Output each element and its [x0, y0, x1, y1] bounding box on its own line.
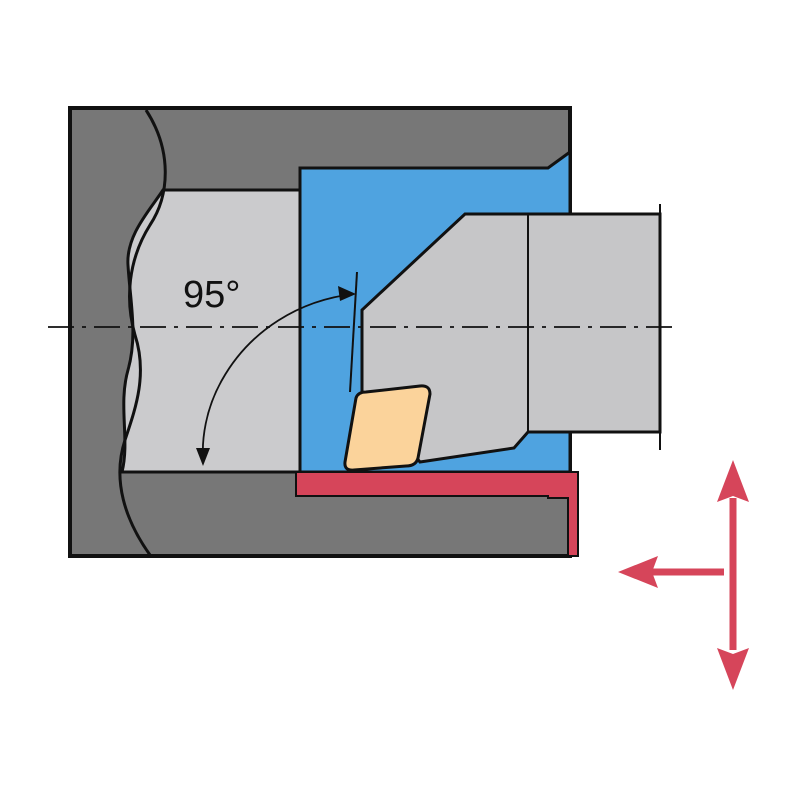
- angle-arc: [201, 293, 355, 459]
- arrow-left-icon: [618, 556, 658, 588]
- angle-arrow-bottom-icon: [196, 448, 210, 466]
- break-line: [118, 109, 167, 556]
- arrow-down-icon: [717, 648, 749, 690]
- machined-profile: [295, 471, 579, 557]
- arrow-up-icon: [717, 460, 749, 502]
- angle-arrow-top-icon: [338, 286, 356, 301]
- feed-directions: [618, 460, 749, 690]
- cutting-insert: [343, 384, 432, 472]
- angle-reference-line: [349, 271, 358, 393]
- bore-cavity: [120, 188, 302, 474]
- angle-label: 95°: [183, 274, 240, 316]
